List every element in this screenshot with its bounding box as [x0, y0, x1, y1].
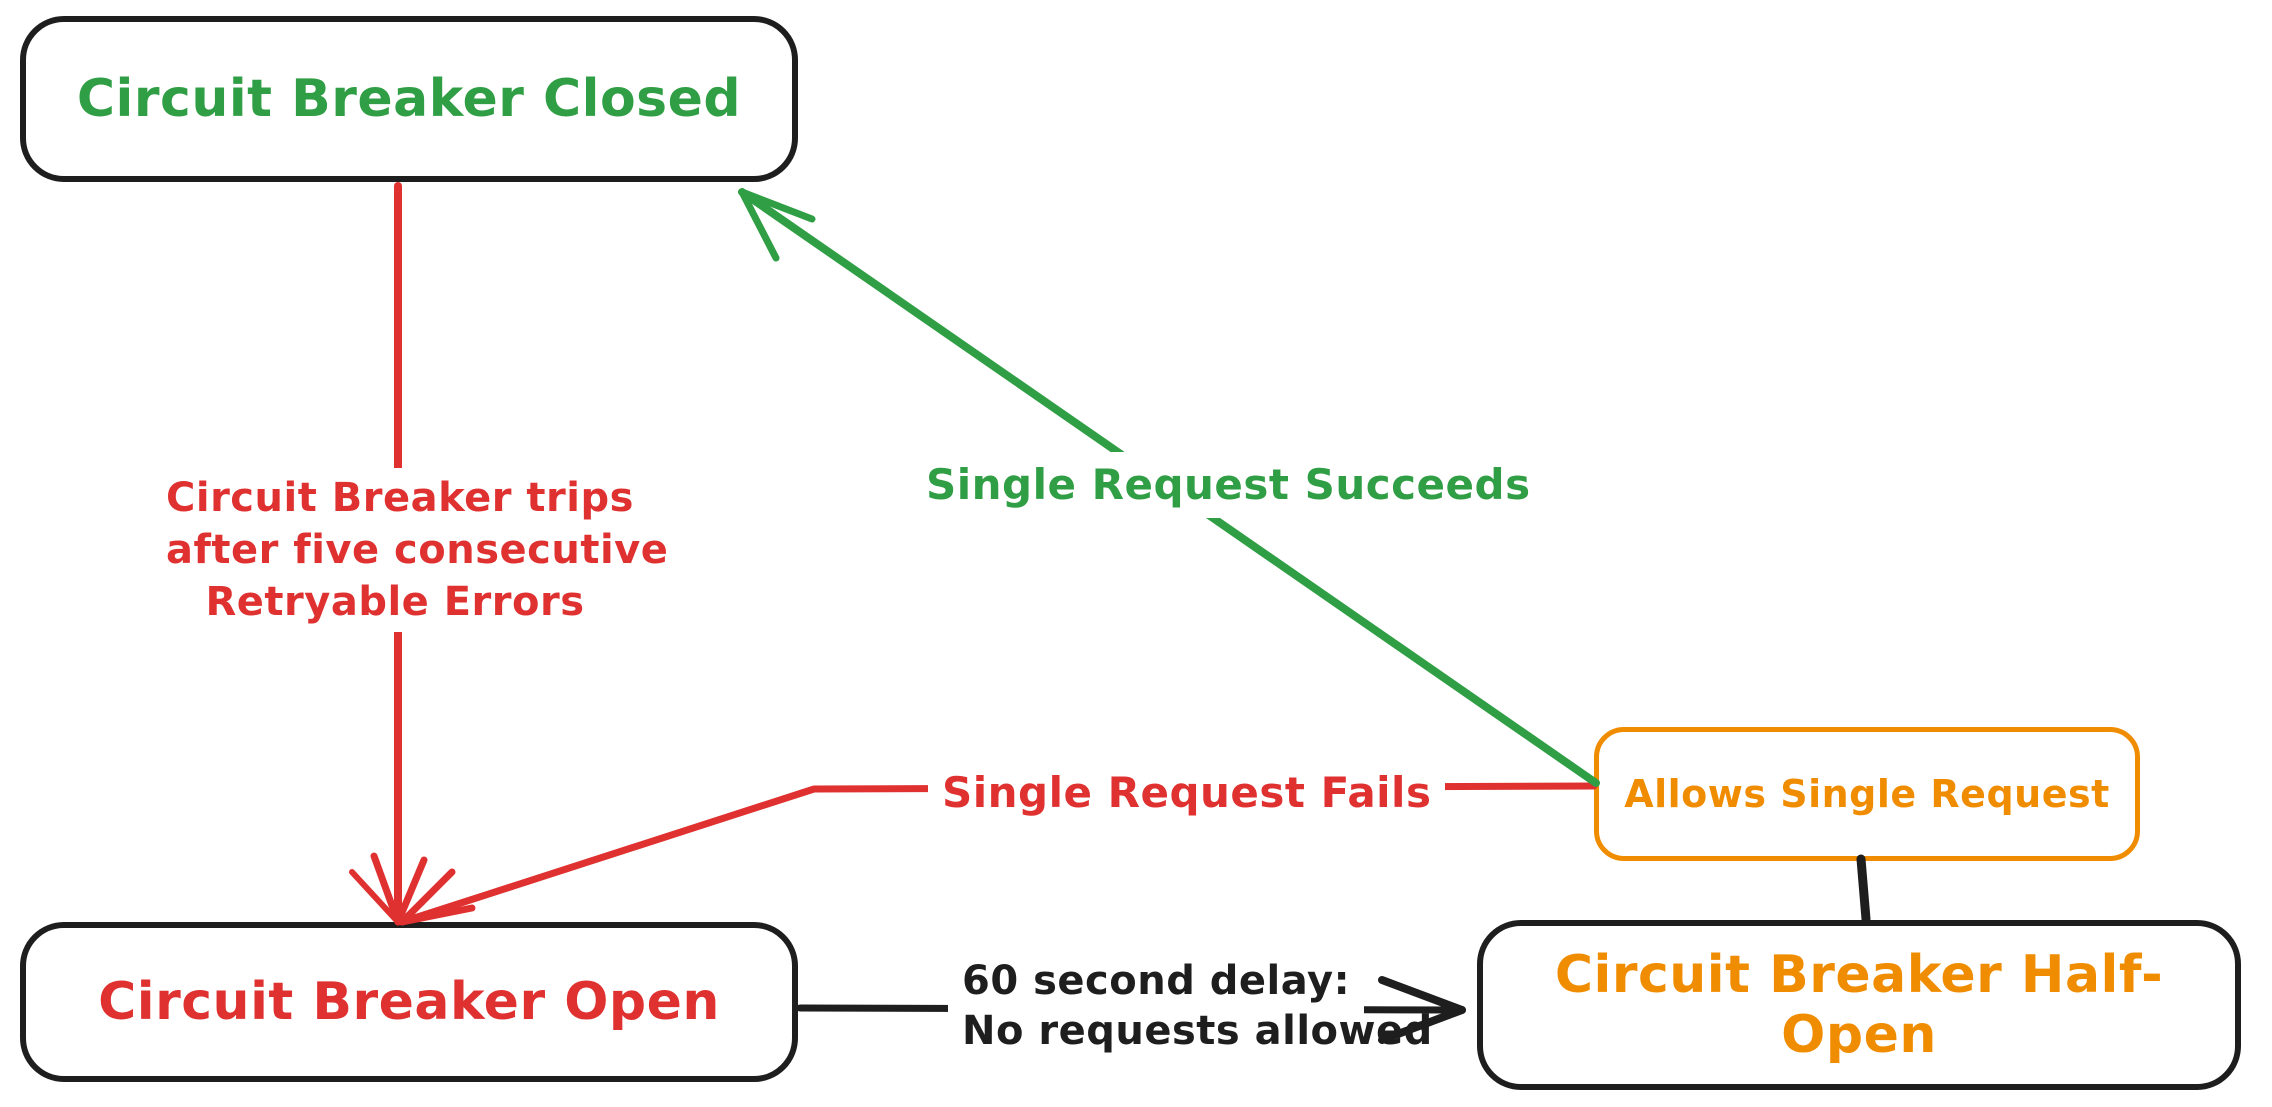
edge-label-trips-line-2: after five consecutive	[166, 527, 669, 573]
edge-label-fails: Single Request Fails	[928, 760, 1446, 826]
edge-label-delay-line-2: No requests allowed	[962, 1008, 1433, 1054]
state-node-closed: Circuit Breaker Closed	[20, 16, 798, 182]
node-allows-single-request: Allows Single Request	[1594, 727, 2140, 861]
edge-label-fails-text: Single Request Fails	[942, 768, 1432, 817]
state-node-closed-label: Circuit Breaker Closed	[76, 69, 742, 129]
state-node-open-label: Circuit Breaker Open	[98, 972, 720, 1032]
state-node-half-open-label: Circuit Breaker Half-Open	[1554, 945, 2164, 1065]
edge-label-trips: Circuit Breaker trips after five consecu…	[152, 468, 669, 632]
edge-label-delay-line-1: 60 second delay:	[962, 958, 1351, 1004]
state-node-open: Circuit Breaker Open	[20, 922, 798, 1082]
edge-label-succeeds: Single Request Succeeds	[912, 452, 1545, 518]
edge-label-delay: 60 second delay: No requests allowed	[948, 952, 1433, 1060]
edge-label-trips-line-3: Retryable Errors	[205, 579, 585, 625]
edge-label-succeeds-text: Single Request Succeeds	[926, 460, 1531, 509]
edge-label-trips-line-1: Circuit Breaker trips	[166, 475, 634, 521]
state-node-half-open: Circuit Breaker Half-Open	[1477, 920, 2241, 1090]
node-allows-single-request-label: Allows Single Request	[1624, 772, 2110, 816]
connector-half-open-to-allows	[1856, 854, 1871, 924]
